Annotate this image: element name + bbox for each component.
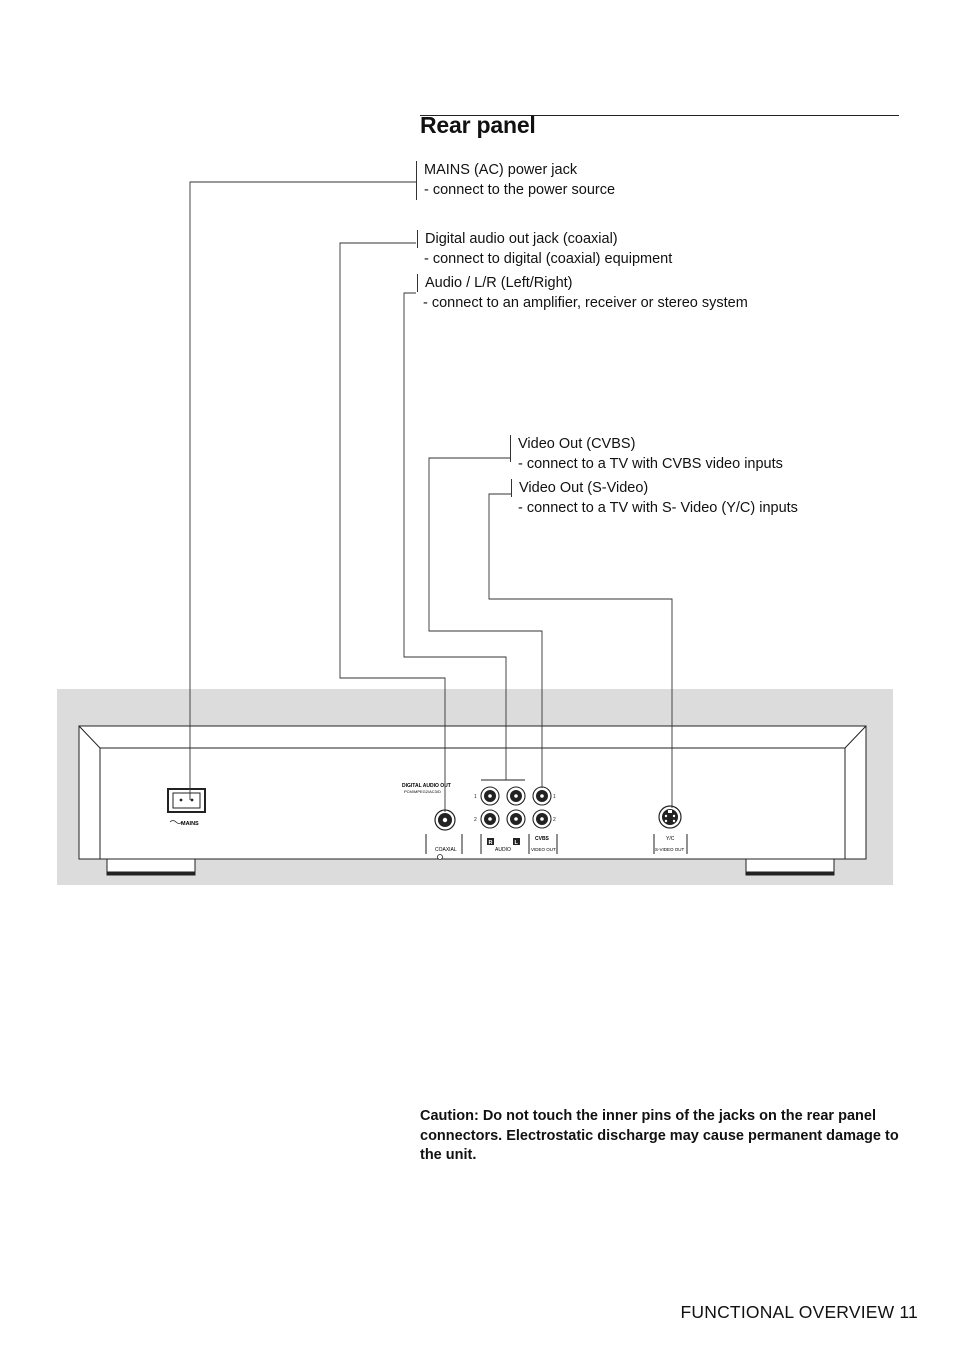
leader-coaxial bbox=[339, 242, 446, 812]
callout-bracket bbox=[417, 230, 418, 248]
audio-right-badge bbox=[487, 838, 494, 845]
caution-note: Caution: Do not touch the inner pins of … bbox=[420, 1108, 899, 1163]
callout-heading: Video Out (CVBS) bbox=[518, 436, 636, 452]
device-body bbox=[78, 725, 867, 860]
callout-heading: Digital audio out jack (coaxial) bbox=[425, 231, 618, 247]
callout-video-svideo: Video Out (S-Video) - connect to a TV wi… bbox=[511, 479, 798, 518]
callout-audio-lr: Audio / L/R (Left/Right) - connect to an… bbox=[417, 274, 748, 313]
coaxial-jack-icon bbox=[425, 809, 463, 860]
label-row1-left: 1 bbox=[474, 794, 477, 800]
label-digital-audio-out: DIGITAL AUDIO OUT bbox=[402, 783, 451, 789]
label-coaxial: COAXIAL bbox=[435, 847, 457, 853]
callout-bracket bbox=[511, 479, 512, 497]
label-cvbs: CVBS bbox=[535, 836, 550, 842]
mains-socket-icon bbox=[167, 788, 206, 824]
callout-bracket bbox=[510, 435, 511, 462]
callout-heading: Video Out (S-Video) bbox=[519, 480, 649, 496]
label-audio-left: L bbox=[515, 840, 519, 846]
callout-mains: MAINS (AC) power jack - connect to the p… bbox=[416, 161, 616, 200]
label-audio: AUDIO bbox=[495, 847, 511, 853]
leader-audio bbox=[403, 292, 507, 780]
leader-mains bbox=[189, 181, 416, 800]
label-video-out: VIDEO OUT bbox=[531, 847, 556, 852]
rca-jack-pins bbox=[488, 794, 544, 821]
label-mains: MAINS bbox=[181, 821, 199, 827]
label-digital-formats: PCM/MPEG2/AC3/D bbox=[404, 789, 441, 794]
label-audio-right: R bbox=[489, 840, 493, 846]
callout-heading: Audio / L/R (Left/Right) bbox=[425, 275, 573, 291]
callout-heading: MAINS (AC) power jack bbox=[424, 162, 578, 178]
page-footer: FUNCTIONAL OVERVIEW 11 bbox=[680, 1302, 918, 1322]
label-row2-right: 2 bbox=[553, 817, 556, 823]
label-yc: Y/C bbox=[666, 836, 675, 842]
callout-digital-audio: Digital audio out jack (coaxial) - conne… bbox=[417, 230, 673, 269]
jack-dividers bbox=[480, 834, 688, 854]
leader-cvbs bbox=[428, 457, 543, 788]
callout-detail: - connect to an amplifier, receiver or s… bbox=[423, 294, 748, 311]
callout-detail: - connect to a TV with S- Video (Y/C) in… bbox=[518, 499, 798, 516]
audio-left-badge bbox=[513, 838, 520, 845]
device-feet bbox=[106, 858, 835, 876]
title-rule bbox=[420, 115, 899, 116]
svideo-jack-icon bbox=[658, 805, 682, 829]
leader-lines bbox=[189, 181, 673, 812]
leader-svideo bbox=[488, 493, 673, 808]
callout-video-cvbs: Video Out (CVBS) - connect to a TV with … bbox=[510, 435, 783, 474]
callout-detail: - connect to the power source bbox=[424, 181, 616, 198]
callout-detail: - connect to a TV with CVBS video inputs bbox=[518, 455, 783, 472]
callout-bracket bbox=[416, 161, 417, 200]
callout-bracket bbox=[417, 274, 418, 292]
label-row1-right: 1 bbox=[553, 794, 556, 800]
label-row2-left: 2 bbox=[474, 817, 477, 823]
page-title: Rear panel bbox=[420, 112, 536, 138]
callout-detail: - connect to digital (coaxial) equipment bbox=[424, 250, 673, 267]
label-svideo-out: S-VIDEO OUT bbox=[655, 847, 685, 852]
